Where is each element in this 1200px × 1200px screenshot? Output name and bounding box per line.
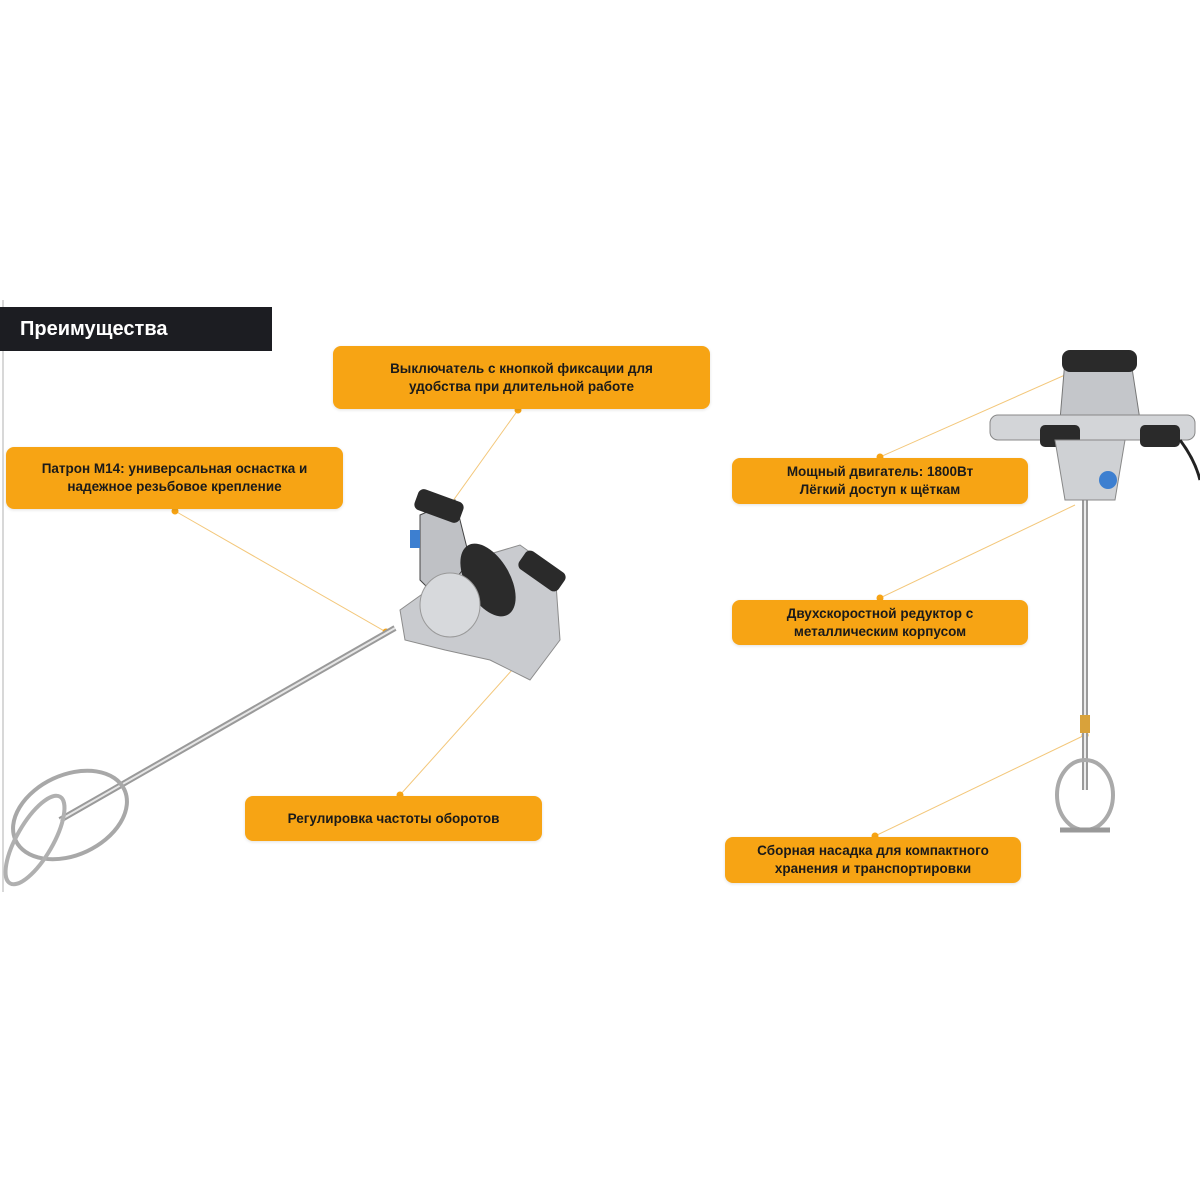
callout-text-line: Сборная насадка для компактного: [757, 843, 989, 858]
callout-speed-control: Регулировка частоты оборотов: [245, 796, 542, 841]
callout-text-line: Мощный двигатель: 1800Вт: [786, 464, 974, 479]
mixer-angled-image: [3, 489, 566, 887]
callout-text-line: удобства при длительной работе: [408, 378, 635, 394]
callout-text-line: Выключатель с кнопкой фиксации для: [390, 360, 653, 376]
mixer-vertical-image: [989, 350, 1200, 833]
callout-text-line: металлическим корпусом: [793, 623, 967, 639]
callout-text-line: Патрон М14: универсальная оснастка и: [41, 461, 308, 476]
callout-text-line: Регулировка частоты оборотов: [287, 810, 500, 826]
left-border: [2, 300, 4, 892]
leader-lines: [174, 374, 1086, 837]
callout-text-line: Двухскоростной редуктор с: [786, 605, 974, 621]
callout-text-line: Лёгкий доступ к щёткам: [799, 482, 961, 497]
callout-paddle-assembly: Сборная насадка для компактного хранения …: [725, 837, 1021, 883]
callout-switch-lock: Выключатель с кнопкой фиксации для удобст…: [333, 346, 710, 409]
callout-text-line: надежное резьбовое крепление: [67, 479, 282, 494]
page-title: Преимущества: [0, 307, 272, 351]
callout-chuck-m14: Патрон М14: универсальная оснастка и наде…: [6, 447, 343, 509]
callout-gearbox: Двухскоростной редуктор с металлическим к…: [732, 600, 1028, 645]
callout-text-line: хранения и транспортировки: [774, 861, 972, 876]
